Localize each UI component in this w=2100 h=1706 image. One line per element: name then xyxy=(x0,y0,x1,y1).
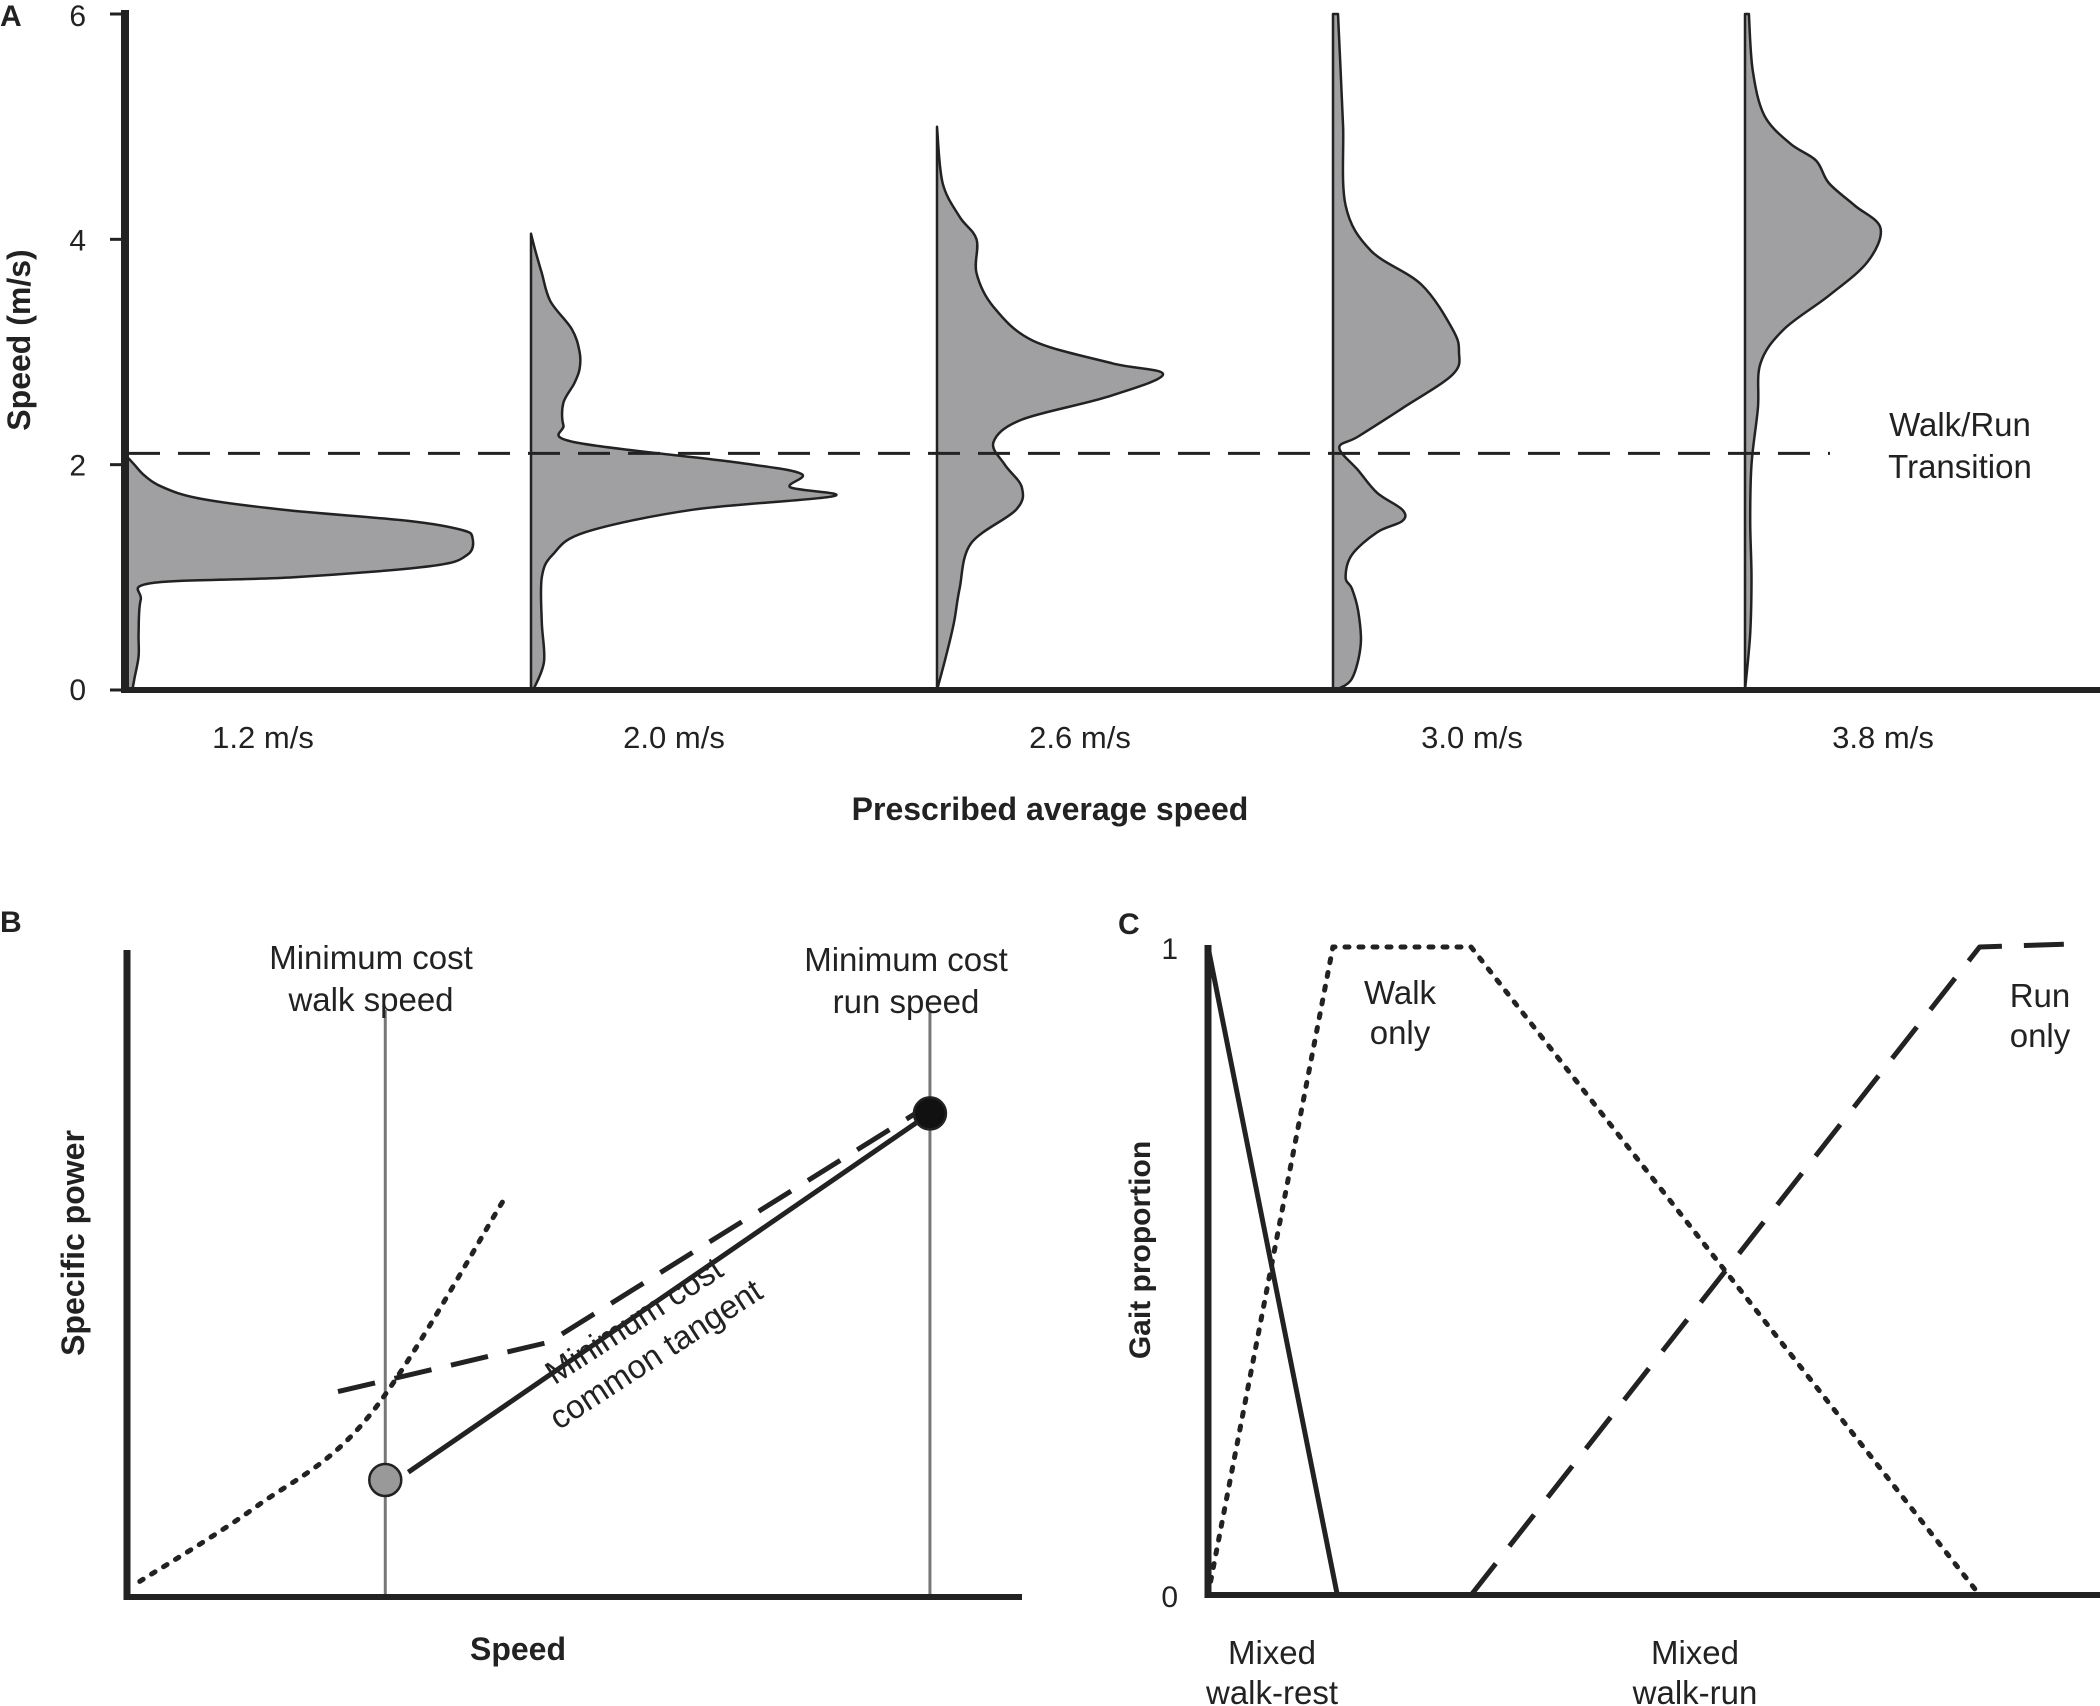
category-label: 2.6 m/s xyxy=(1029,720,1131,755)
panel-b-series xyxy=(137,1108,932,1584)
category-label: 3.8 m/s xyxy=(1832,720,1934,755)
text-line: walk speed xyxy=(287,981,453,1018)
violin-1 xyxy=(124,456,475,692)
panel-a-y-ticks: 0 2 4 6 xyxy=(69,0,125,707)
text-line: Transition xyxy=(1888,448,2032,485)
panel-b-y-axis-title: Specific power xyxy=(55,1130,91,1356)
violin-4 xyxy=(1331,12,1461,692)
text-line: Run xyxy=(2010,977,2071,1014)
panel-b-dashed-curve xyxy=(337,1108,922,1395)
violin-3 xyxy=(935,125,1165,692)
text-line: Walk/Run xyxy=(1889,406,2031,443)
panel-c-series xyxy=(1205,941,2078,1598)
panel-b-dotted-curve xyxy=(137,1196,507,1584)
panel-b-points xyxy=(368,1096,948,1498)
category-label: 3.0 m/s xyxy=(1421,720,1523,755)
text-line: walk-run xyxy=(1632,1674,1758,1706)
category-label: 1.2 m/s xyxy=(212,720,314,755)
text-line: run speed xyxy=(833,983,980,1020)
panel-c-letter: C xyxy=(1118,908,1140,941)
text-line: Walk xyxy=(1364,974,1437,1011)
panel-a-y-axis-title: Speed (m/s) xyxy=(1,249,37,430)
panel-a-category-labels: 1.2 m/s 2.0 m/s 2.6 m/s 3.0 m/s 3.8 m/s xyxy=(212,720,1934,755)
y-tick-label: 6 xyxy=(69,0,86,33)
text-line: only xyxy=(1370,1014,1431,1051)
panel-c-y-ticks: 01 xyxy=(1161,933,1178,1614)
text-line: Minimum cost xyxy=(269,939,473,976)
y-tick-label: 1 xyxy=(1161,933,1178,966)
panel-a-violins xyxy=(124,12,1883,692)
panel-b: B Minimum cost walk speed Minimum cost run… xyxy=(0,906,1022,1667)
text-line: Minimum cost xyxy=(804,941,1008,978)
violin-2 xyxy=(529,232,838,692)
min-walk-point xyxy=(368,1462,403,1498)
gait-dotted-line xyxy=(1205,944,1983,1598)
panel-a: A 0 2 4 6 1.2 m/s 2.0 m/s 2.6 m/s 3.0 m/s 3.8 m… xyxy=(0,0,2100,827)
text-line: Mixed xyxy=(1228,1634,1316,1671)
y-tick-label: 4 xyxy=(69,224,86,257)
violin-5 xyxy=(1743,12,1883,692)
panel-b-x-axis-title: Speed xyxy=(470,1631,566,1667)
gait-dashed-line xyxy=(1469,941,2078,1597)
minimum-cost-walk-speed-label: Minimum cost walk speed xyxy=(269,939,473,1018)
panel-b-letter: B xyxy=(0,906,22,939)
panel-b-solid-curve xyxy=(406,1111,932,1475)
min-run-point xyxy=(912,1096,948,1131)
text-line: Mixed xyxy=(1651,1634,1739,1671)
y-tick-label: 0 xyxy=(1161,1581,1178,1614)
text-line: walk-rest xyxy=(1205,1674,1338,1706)
panel-a-x-axis-title: Prescribed average speed xyxy=(852,791,1249,827)
minimum-cost-common-tangent-label: Minimum costcommon tangent xyxy=(521,1238,769,1436)
y-tick-label: 0 xyxy=(69,674,86,707)
text-line: only xyxy=(2010,1017,2071,1054)
panel-c-y-axis-title: Gait proportion xyxy=(1124,1141,1157,1359)
gait-solid-line xyxy=(1205,946,1340,1596)
panel-a-letter: A xyxy=(0,0,22,33)
category-label: 2.0 m/s xyxy=(623,720,725,755)
minimum-cost-run-speed-label: Minimum cost run speed xyxy=(804,941,1008,1020)
y-tick-label: 2 xyxy=(69,450,86,483)
